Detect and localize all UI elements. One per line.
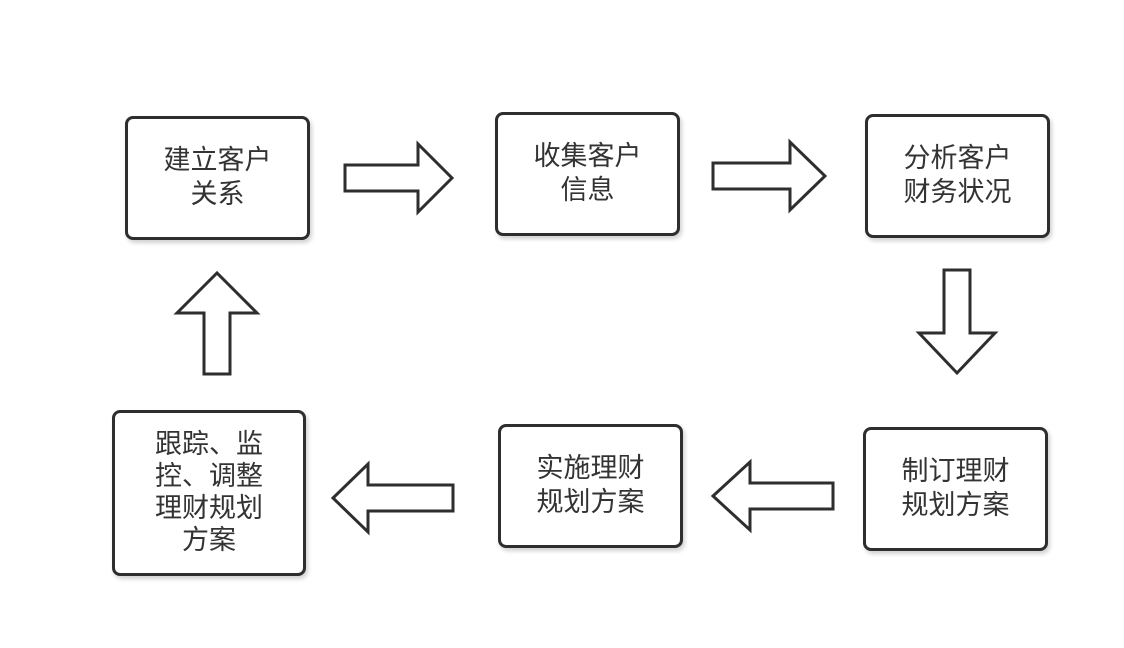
step-label-line: 分析客户 [903, 143, 1012, 174]
step-label-line: 信息 [560, 175, 615, 206]
arrow-left-icon [330, 460, 455, 536]
step-label-line: 跟踪、监 [155, 429, 263, 460]
step-formulate-plan: 制订理财 规划方案 [863, 427, 1048, 551]
step-collect-client-info: 收集客户 信息 [495, 112, 680, 236]
step-analyze-financial-status: 分析客户 财务状况 [865, 114, 1050, 238]
arrow-right-icon [711, 138, 828, 214]
step-implement-plan: 实施理财 规划方案 [498, 424, 683, 548]
step-label-line: 规划方案 [901, 490, 1010, 521]
step-label-line: 关系 [190, 179, 245, 210]
step-label-line: 理财规划 [155, 493, 263, 524]
step-label-line: 建立客户 [163, 145, 272, 176]
step-label-line: 规划方案 [536, 487, 645, 518]
arrow-right-icon [343, 140, 455, 216]
arrow-down-icon [915, 268, 999, 376]
arrow-up-icon [173, 270, 261, 376]
arrow-left-icon [710, 458, 835, 534]
step-label-line: 实施理财 [536, 453, 645, 484]
step-label-line: 制订理财 [901, 456, 1010, 487]
step-label-line: 方案 [182, 525, 236, 556]
step-label-line: 收集客户 [533, 141, 642, 172]
step-build-client-relationship: 建立客户 关系 [125, 116, 310, 240]
step-track-monitor-adjust: 跟踪、监 控、调整 理财规划 方案 [112, 410, 306, 576]
step-label-line: 控、调整 [155, 461, 263, 492]
step-label-line: 财务状况 [903, 177, 1012, 208]
